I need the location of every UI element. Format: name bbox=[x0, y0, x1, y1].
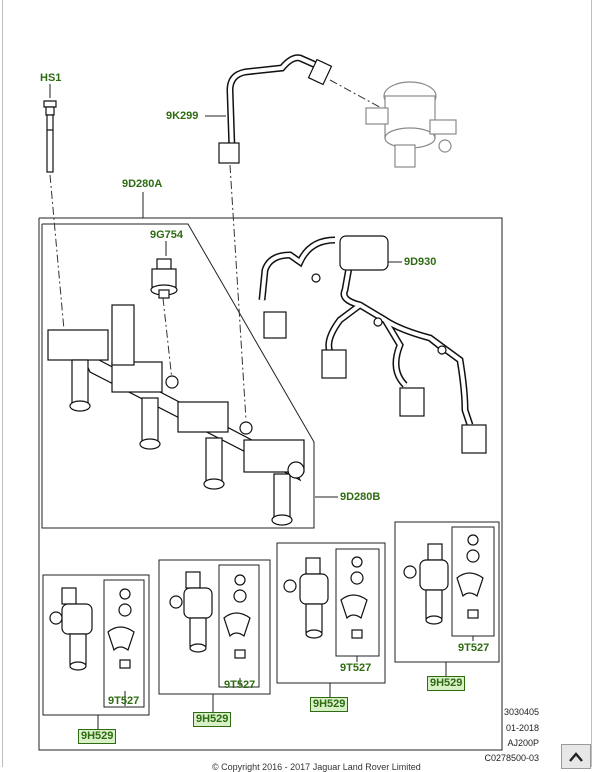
callout-9t527-2: 9T527 bbox=[224, 679, 256, 691]
engine-code: AJ200P bbox=[507, 738, 539, 748]
injector-4 bbox=[403, 543, 449, 625]
injector-box-4 bbox=[394, 521, 500, 663]
fuel-pump bbox=[365, 81, 457, 168]
callout-9g754: 9G754 bbox=[150, 229, 184, 241]
callout-9h529-3: 9H529 bbox=[310, 697, 349, 712]
callout-9d280a: 9D280A bbox=[122, 178, 163, 190]
fuel-pipe-9k299 bbox=[218, 54, 333, 164]
drawing-code: 3030405 bbox=[503, 707, 539, 717]
bolt-hs1 bbox=[43, 100, 57, 173]
callout-9d930: 9D930 bbox=[404, 256, 437, 268]
callout-9t527-3: 9T527 bbox=[340, 662, 372, 674]
callout-hs1: HS1 bbox=[40, 72, 62, 84]
injector-box-1 bbox=[42, 574, 150, 716]
injector-box-2 bbox=[158, 559, 271, 695]
drawing-date: 01-2018 bbox=[505, 723, 539, 733]
fuel-rail-box-9d280b bbox=[41, 223, 315, 529]
assembly-box-9d280a bbox=[38, 217, 503, 751]
drawing-reference: C0278500-03 bbox=[484, 753, 539, 763]
chevron-up-icon bbox=[569, 751, 583, 762]
seal-kit-2 bbox=[223, 574, 251, 659]
callout-9h529-2: 9H529 bbox=[193, 712, 232, 727]
callout-9d280b: 9D280B bbox=[340, 491, 381, 503]
pressure-sensor-9g754 bbox=[150, 258, 178, 299]
callout-9k299: 9K299 bbox=[166, 110, 199, 122]
copyright-notice: © Copyright 2016 - 2017 Jaguar Land Rove… bbox=[212, 762, 421, 772]
callout-9h529-4: 9H529 bbox=[427, 676, 466, 691]
scroll-to-top-button[interactable] bbox=[561, 744, 591, 769]
fuel-rail bbox=[47, 304, 305, 526]
injector-3 bbox=[283, 557, 329, 639]
seal-kit-1 bbox=[107, 588, 135, 669]
wiring-harness-9d930 bbox=[258, 236, 474, 427]
callout-9t527-1: 9T527 bbox=[108, 695, 140, 707]
seal-kit-4 bbox=[456, 534, 484, 619]
callout-9t527-4: 9T527 bbox=[458, 642, 490, 654]
seal-kit-3 bbox=[340, 556, 368, 639]
injector-1 bbox=[49, 587, 93, 671]
injector-2 bbox=[169, 571, 213, 653]
injector-box-3 bbox=[276, 542, 386, 684]
callout-9h529-1: 9H529 bbox=[78, 729, 117, 744]
